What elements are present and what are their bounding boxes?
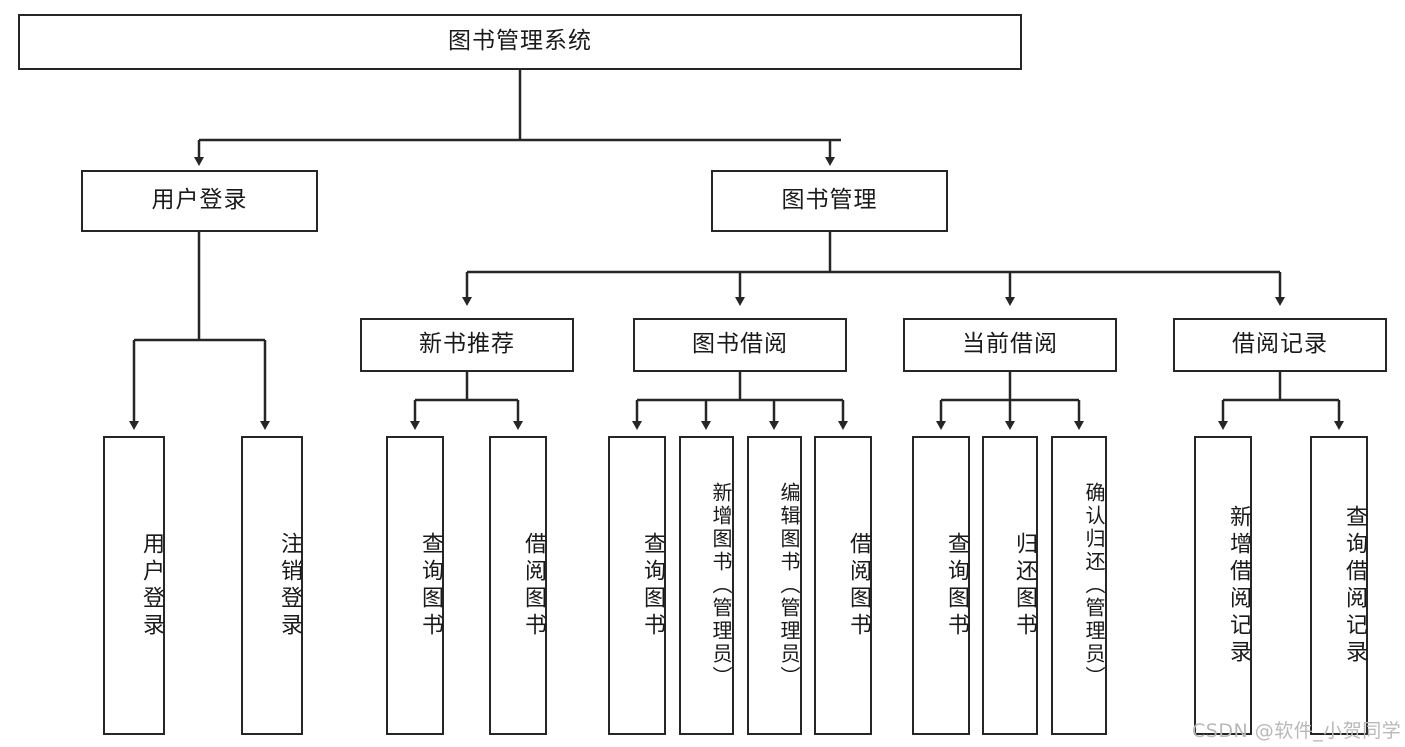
node-borrow-record[interactable]: 借阅记录 [1173,318,1387,372]
node-current-borrow[interactable]: 当前借阅 [903,318,1117,372]
leaf-edit-book-admin[interactable]: 编辑图书（管理员） [747,436,802,735]
node-label: 归还图书 [1012,531,1037,640]
node-label: 注销登录 [277,531,302,640]
leaf-return-book[interactable]: 归还图书 [982,436,1038,735]
node-user-login[interactable]: 用户登录 [81,170,318,232]
leaf-add-borrow-record[interactable]: 新增借阅记录 [1194,436,1252,735]
node-label: 借阅图书 [846,531,871,640]
node-book-borrow[interactable]: 图书借阅 [633,318,847,372]
leaf-user-login[interactable]: 用户登录 [103,436,165,735]
node-label: 新书推荐 [419,331,515,358]
node-label: 查询借阅记录 [1342,504,1367,667]
node-label: 当前借阅 [962,331,1058,358]
node-label: 确认归还（管理员） [1082,482,1106,689]
leaf-add-book-admin[interactable]: 新增图书（管理员） [679,436,734,735]
node-new-book-recommend[interactable]: 新书推荐 [360,318,574,372]
node-label: 编辑图书（管理员） [777,482,801,689]
leaf-borrow-book-recommend[interactable]: 借阅图书 [489,436,547,735]
node-label: 图书管理系统 [448,28,592,55]
node-label: 借阅记录 [1232,331,1328,358]
node-label: 新增图书（管理员） [709,482,733,689]
leaf-query-book-recommend[interactable]: 查询图书 [386,436,444,735]
node-book-management[interactable]: 图书管理 [711,170,948,232]
leaf-borrow-book[interactable]: 借阅图书 [814,436,872,735]
node-label: 查询图书 [640,531,665,640]
node-label: 新增借阅记录 [1226,504,1251,667]
node-label: 查询图书 [418,531,443,640]
leaf-query-book-current[interactable]: 查询图书 [912,436,970,735]
node-label: 用户登录 [139,531,164,640]
node-label: 借阅图书 [521,531,546,640]
watermark-text: CSDN @软件_小贺同学 [1192,720,1402,742]
node-label: 查询图书 [944,531,969,640]
node-label: 图书管理 [781,187,878,214]
leaf-query-book-borrow[interactable]: 查询图书 [608,436,666,735]
leaf-query-borrow-record[interactable]: 查询借阅记录 [1310,436,1368,735]
node-label: 图书借阅 [692,331,788,358]
leaf-confirm-return-admin[interactable]: 确认归还（管理员） [1051,436,1107,735]
node-label: 用户登录 [151,187,248,214]
node-root-book-management-system[interactable]: 图书管理系统 [18,14,1022,70]
leaf-logout-login[interactable]: 注销登录 [241,436,303,735]
